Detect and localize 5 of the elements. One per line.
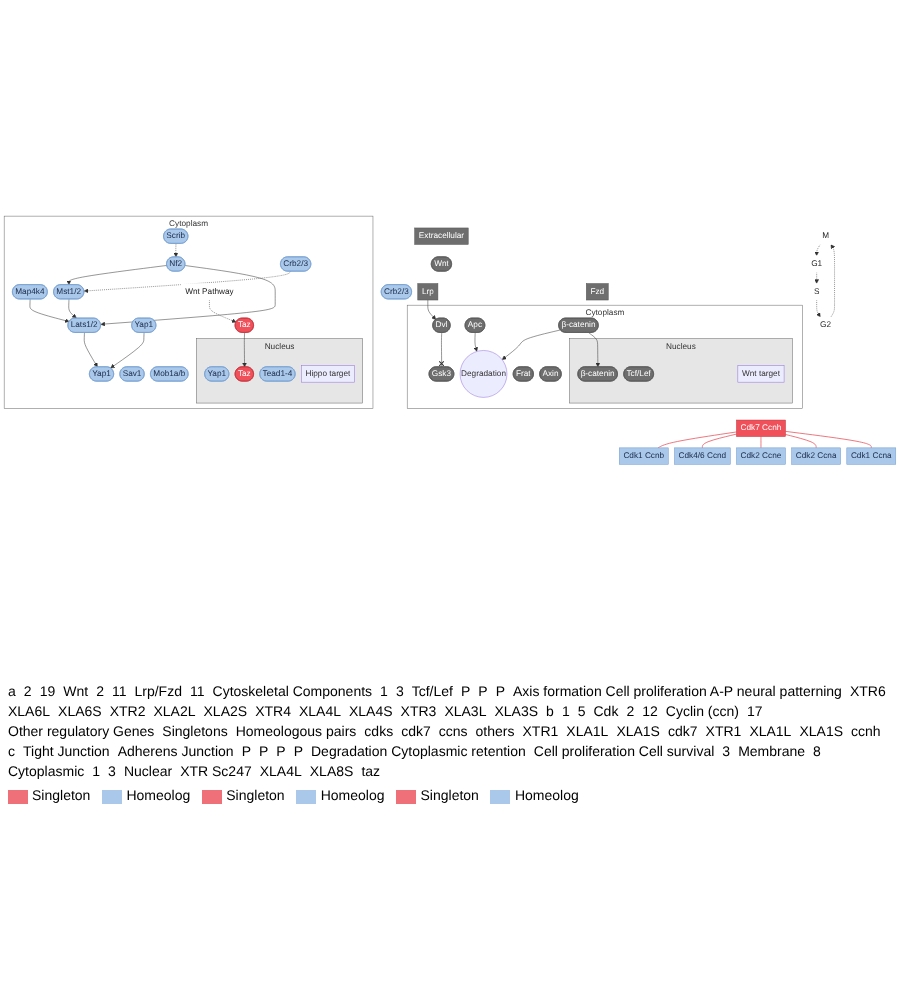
connector <box>702 433 737 448</box>
connector <box>785 433 817 448</box>
connector <box>760 435 762 448</box>
connector <box>785 430 872 448</box>
connector <box>657 431 737 448</box>
